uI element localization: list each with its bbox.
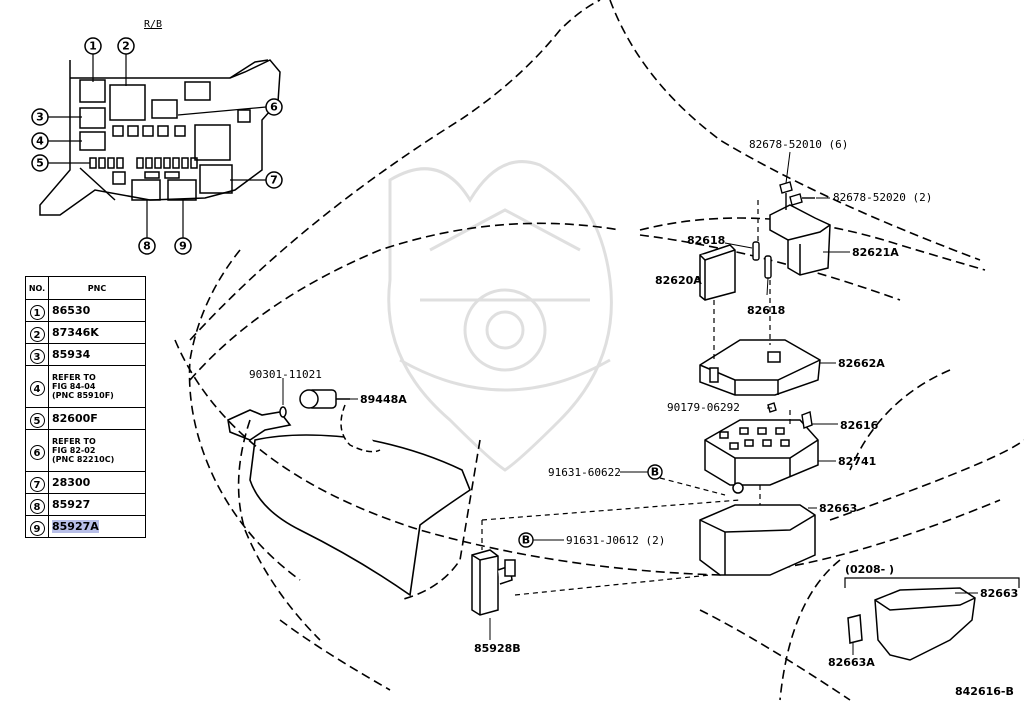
svg-text:3: 3 bbox=[36, 111, 44, 124]
table-row: 4 REFER TO FIG 84-04 (PNC 85910F) bbox=[25, 365, 146, 408]
bracket-82621A bbox=[769, 204, 831, 276]
watermark-emblem bbox=[387, 160, 613, 472]
table-row: 6 REFER TO FIG 82-02 (PNC 82210C) bbox=[25, 429, 146, 472]
table-row: 1 86530 bbox=[25, 299, 146, 322]
table-row: 5 82600F bbox=[25, 407, 146, 430]
table-row: 8 85927 bbox=[25, 493, 146, 516]
label-82616: 82616 bbox=[840, 419, 879, 432]
relay-85928B bbox=[471, 549, 516, 616]
label-91631-60622: 91631-60622 bbox=[548, 466, 621, 479]
header-pnc: PNC bbox=[48, 276, 146, 300]
label-82663A: 82663A bbox=[828, 656, 875, 669]
inset-bracket-frame bbox=[844, 577, 1020, 588]
clamp-82618 bbox=[752, 241, 772, 279]
label-91631-J0612: 91631-J0612 (2) bbox=[566, 534, 665, 547]
b-markers bbox=[518, 464, 663, 548]
svg-text:9: 9 bbox=[179, 240, 187, 253]
label-82678-52020: 82678-52020 (2) bbox=[833, 191, 932, 204]
part-labels: 82678-52010 (6) 82678-52020 (2) 82618 82… bbox=[249, 138, 1018, 698]
part-reference: REFER TO FIG 82-02 (PNC 82210C) bbox=[48, 429, 146, 472]
fuse-box-82741 bbox=[704, 419, 819, 494]
bracket-82620A bbox=[699, 244, 736, 301]
inset-leader-lines bbox=[48, 54, 267, 238]
table-row-selected: 9 85927A bbox=[25, 515, 146, 538]
bolt-82678 bbox=[779, 181, 815, 210]
label-82620A: 82620A bbox=[655, 274, 702, 287]
cover-82662A bbox=[699, 339, 821, 396]
header-no: NO. bbox=[25, 276, 49, 300]
part-number-link[interactable]: 85927 bbox=[48, 493, 146, 516]
row-number: 2 bbox=[29, 327, 45, 342]
inset-callout-numbers: 1 2 3 4 5 6 7 8 9 bbox=[36, 40, 278, 253]
table-header-row: NO. PNC bbox=[25, 276, 146, 300]
row-number: 3 bbox=[29, 349, 45, 364]
table-row: 2 87346K bbox=[25, 321, 146, 344]
row-number: 7 bbox=[29, 477, 45, 492]
pnc-table: NO. PNC 1 86530 2 87346K 3 85934 4 REFER… bbox=[25, 276, 146, 538]
part-number-link[interactable]: 85934 bbox=[48, 343, 146, 366]
part-number-link[interactable]: 82600F bbox=[48, 407, 146, 430]
part-reference: REFER TO FIG 84-04 (PNC 85910F) bbox=[48, 365, 146, 408]
lower-case-82663 bbox=[699, 504, 816, 576]
svg-text:7: 7 bbox=[270, 174, 278, 187]
assembly-lines bbox=[481, 200, 791, 596]
svg-text:5: 5 bbox=[36, 157, 44, 170]
label-90301: 90301-11021 bbox=[249, 368, 322, 381]
label-82663-inset: 82663 bbox=[980, 587, 1018, 600]
svg-text:4: 4 bbox=[36, 135, 44, 148]
part-number-link[interactable]: 28300 bbox=[48, 471, 146, 494]
vehicle-outline bbox=[174, 0, 1024, 701]
row-number: 9 bbox=[29, 521, 45, 536]
label-82663: 82663 bbox=[819, 502, 857, 515]
label-date-range: (0208- ) bbox=[845, 563, 894, 576]
table-row: 3 85934 bbox=[25, 343, 146, 366]
row-number: 4 bbox=[29, 381, 45, 396]
b-marker-1: B bbox=[651, 466, 659, 479]
label-82678-52010: 82678-52010 (6) bbox=[749, 138, 848, 151]
connector-82616 bbox=[767, 402, 813, 429]
label-82621A: 82621A bbox=[852, 246, 899, 259]
part-number-link[interactable]: 86530 bbox=[48, 299, 146, 322]
leader-lines bbox=[282, 151, 978, 655]
label-85928B: 85928B bbox=[474, 642, 521, 655]
label-89448A: 89448A bbox=[360, 393, 407, 406]
label-82741: 82741 bbox=[838, 455, 876, 468]
svg-text:6: 6 bbox=[270, 101, 278, 114]
label-82618-bottom: 82618 bbox=[747, 304, 785, 317]
part-number-link[interactable]: 87346K bbox=[48, 321, 146, 344]
table-row: 7 28300 bbox=[25, 471, 146, 494]
row-number: 8 bbox=[29, 499, 45, 514]
highlighted-part-number[interactable]: 85927A bbox=[52, 520, 99, 533]
svg-text:8: 8 bbox=[143, 240, 151, 253]
inset-callout-circles bbox=[31, 37, 283, 255]
row-number: 6 bbox=[29, 445, 45, 460]
relay-block-inset bbox=[39, 59, 281, 216]
part-number-link[interactable]: 85927A bbox=[48, 515, 146, 538]
figure-id: 842616-B bbox=[955, 685, 1014, 698]
label-82662A: 82662A bbox=[838, 357, 885, 370]
inset-title: R/B bbox=[144, 19, 162, 30]
bracket-82663-inset bbox=[847, 587, 976, 661]
svg-text:1: 1 bbox=[89, 40, 97, 53]
b-marker-2: B bbox=[522, 534, 530, 547]
row-number: 5 bbox=[29, 413, 45, 428]
svg-text:2: 2 bbox=[122, 40, 130, 53]
row-number: 1 bbox=[29, 305, 45, 320]
label-82618-top: 82618 bbox=[687, 234, 725, 247]
label-90179: 90179-06292 bbox=[667, 401, 740, 414]
